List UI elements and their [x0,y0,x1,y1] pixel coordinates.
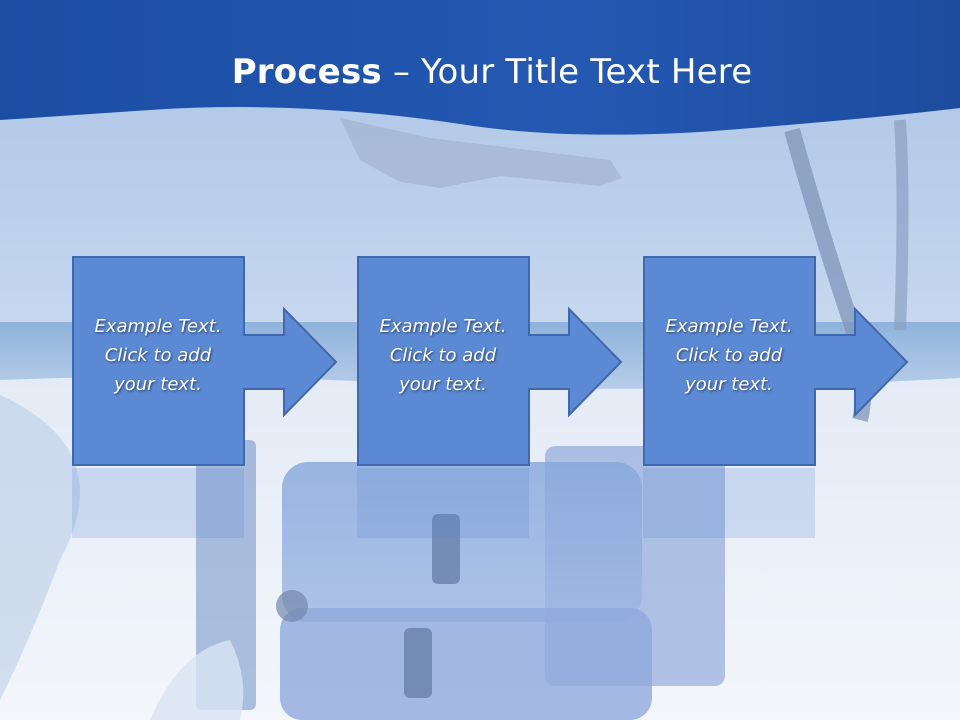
step-1-arrow-shape [72,256,338,466]
step-2-text[interactable]: Example Text. Click to add your text. [379,316,507,395]
step-2-arrow-shape [357,256,623,466]
step-1-text[interactable]: Example Text. Click to add your text. [94,316,222,395]
step-3-reflection [643,468,815,538]
step-2-reflection [357,468,529,538]
process-step-3[interactable]: Example Text. Click to add your text. [643,256,909,466]
title-rest: – Your Title Text Here [381,52,753,92]
title-strong: Process [231,52,382,92]
process-step-1[interactable]: Example Text. Click to add your text. [72,256,338,466]
step-3-text[interactable]: Example Text. Click to add your text. [665,316,793,395]
step-1-reflection [72,468,244,538]
step-3-arrow-shape [643,256,909,466]
header-band [0,0,960,135]
slide-title[interactable]: Process – Your Title Text Here [0,52,960,92]
process-step-2[interactable]: Example Text. Click to add your text. [357,256,623,466]
